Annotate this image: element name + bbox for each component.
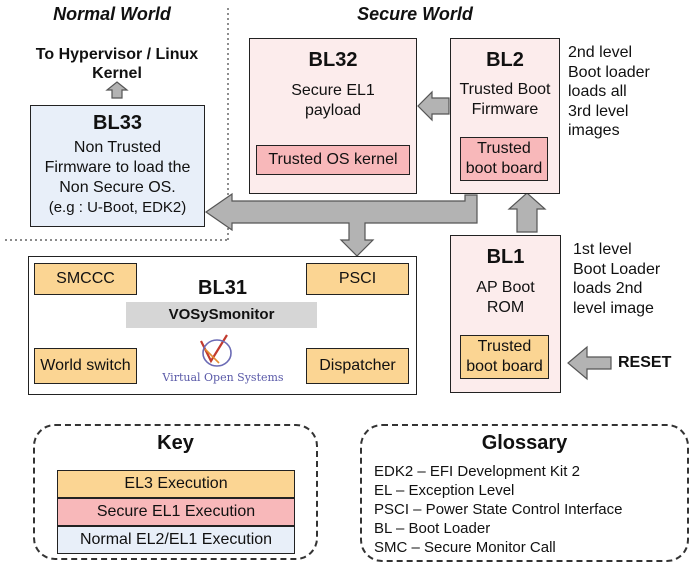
bl2-note: 2nd level Boot loader loads all 3rd leve… xyxy=(568,43,696,141)
hypervisor-kernel-line2: Kernel xyxy=(92,65,142,82)
bl33-line-3: Non Secure OS. xyxy=(59,179,176,196)
key-panel: Key EL3 Execution Secure EL1 Execution N… xyxy=(33,424,318,560)
bl2-line-1: Trusted Boot xyxy=(459,81,551,98)
bl1-note-4: level image xyxy=(573,299,654,317)
normal-world-label: Normal World xyxy=(53,4,171,24)
key-secure-el1-swatch: Secure EL1 Execution xyxy=(57,498,295,526)
bl2-note-4: 3rd level xyxy=(568,102,629,120)
bl33-line-1: Non Trusted xyxy=(73,139,162,156)
bl31-psci: PSCI xyxy=(306,263,409,295)
glossary-item-smc: SMC – Secure Monitor Call xyxy=(374,539,556,556)
bl2-inner-line-1: Trusted xyxy=(477,140,531,157)
key-title: Key xyxy=(157,432,194,454)
arrow-bl33-to-kernel xyxy=(105,81,129,99)
bl2-note-5: images xyxy=(568,122,620,139)
bl32-line-1: Secure EL1 xyxy=(291,82,375,99)
bl1-inner-line-1: Trusted xyxy=(477,338,532,355)
bl1-line-2: ROM xyxy=(486,299,525,316)
bl33-title: BL33 xyxy=(93,112,142,134)
bl1-box: BL1 AP Boot ROM Trusted boot board xyxy=(450,235,561,393)
bl33-box: BL33 Non Trusted Firmware to load the No… xyxy=(30,105,205,227)
bl1-trusted-boot-board: Trusted boot board xyxy=(460,335,549,379)
glossary-item-bl: BL – Boot Loader xyxy=(374,520,491,537)
bl31-dispatcher: Dispatcher xyxy=(306,348,409,384)
bl31-vosysmonitor-bar: VOSySmonitor xyxy=(126,302,317,328)
bl1-note-2: Boot Loader xyxy=(573,260,661,278)
arrow-bl2-to-bl32 xyxy=(417,90,450,122)
bl33-line-2: Firmware to load the xyxy=(44,159,191,176)
bl31-smccc: SMCCC xyxy=(34,263,137,295)
virtual-open-systems-logo-mark xyxy=(200,334,232,367)
glossary-item-el: EL – Exception Level xyxy=(374,482,515,499)
hypervisor-kernel-label: To Hypervisor / Linux Kernel xyxy=(8,45,226,83)
glossary-item-psci: PSCI – Power State Control Interface xyxy=(374,501,623,518)
bl32-trusted-os-kernel: Trusted OS kernel xyxy=(256,145,410,175)
bl33-line-4: (e.g : U-Boot, EDK2) xyxy=(48,199,187,216)
virtual-open-systems-logo-text: Virtual Open Systems xyxy=(162,371,284,384)
glossary-item-edk2: EDK2 – EFI Development Kit 2 xyxy=(374,463,580,480)
bl32-box: BL32 Secure EL1 payload Trusted OS kerne… xyxy=(249,38,417,194)
glossary-panel: Glossary EDK2 – EFI Development Kit 2 EL… xyxy=(360,424,689,562)
bl2-title: BL2 xyxy=(486,49,524,71)
bl2-inner-line-2: boot board xyxy=(465,160,543,177)
bl2-note-1: 2nd level xyxy=(568,44,633,61)
glossary-title: Glossary xyxy=(481,432,568,454)
arrow-reset-to-bl1 xyxy=(567,345,612,381)
key-el3-swatch: EL3 Execution xyxy=(57,470,295,498)
bl31-world-switch: World switch xyxy=(34,348,137,384)
bl1-line-1: AP Boot xyxy=(476,279,535,296)
bl1-note-3: loads 2nd xyxy=(573,280,643,297)
bl1-inner-line-2: boot board xyxy=(466,358,543,375)
reset-label: RESET xyxy=(618,354,672,371)
bl32-title: BL32 xyxy=(308,49,358,71)
bl32-line-2: payload xyxy=(304,102,362,119)
bl1-note-1: 1st level xyxy=(573,241,632,258)
arrow-bl1-to-bl2 xyxy=(507,192,547,233)
arrow-bl2-to-bl33-and-bl31 xyxy=(204,192,478,257)
glossary-list: EDK2 – EFI Development Kit 2 EL – Except… xyxy=(374,462,622,557)
key-normal-el2-el1-swatch: Normal EL2/EL1 Execution xyxy=(57,526,295,554)
bl2-note-2: Boot loader xyxy=(568,63,650,81)
bl2-line-2: Firmware xyxy=(471,101,539,118)
bl1-title: BL1 xyxy=(486,246,525,268)
bl1-note: 1st level Boot Loader loads 2nd level im… xyxy=(573,240,697,318)
bl31-title: BL31 xyxy=(198,277,247,299)
bl31-box: SMCCC PSCI BL31 VOSySmonitor World switc… xyxy=(28,256,417,395)
secure-world-label: Secure World xyxy=(357,4,473,24)
hypervisor-kernel-line1: To Hypervisor / Linux xyxy=(35,46,199,63)
bl2-note-3: loads all xyxy=(568,83,627,100)
bl2-trusted-boot-board: Trusted boot board xyxy=(460,137,548,181)
bl2-box: BL2 Trusted Boot Firmware Trusted boot b… xyxy=(450,38,560,194)
